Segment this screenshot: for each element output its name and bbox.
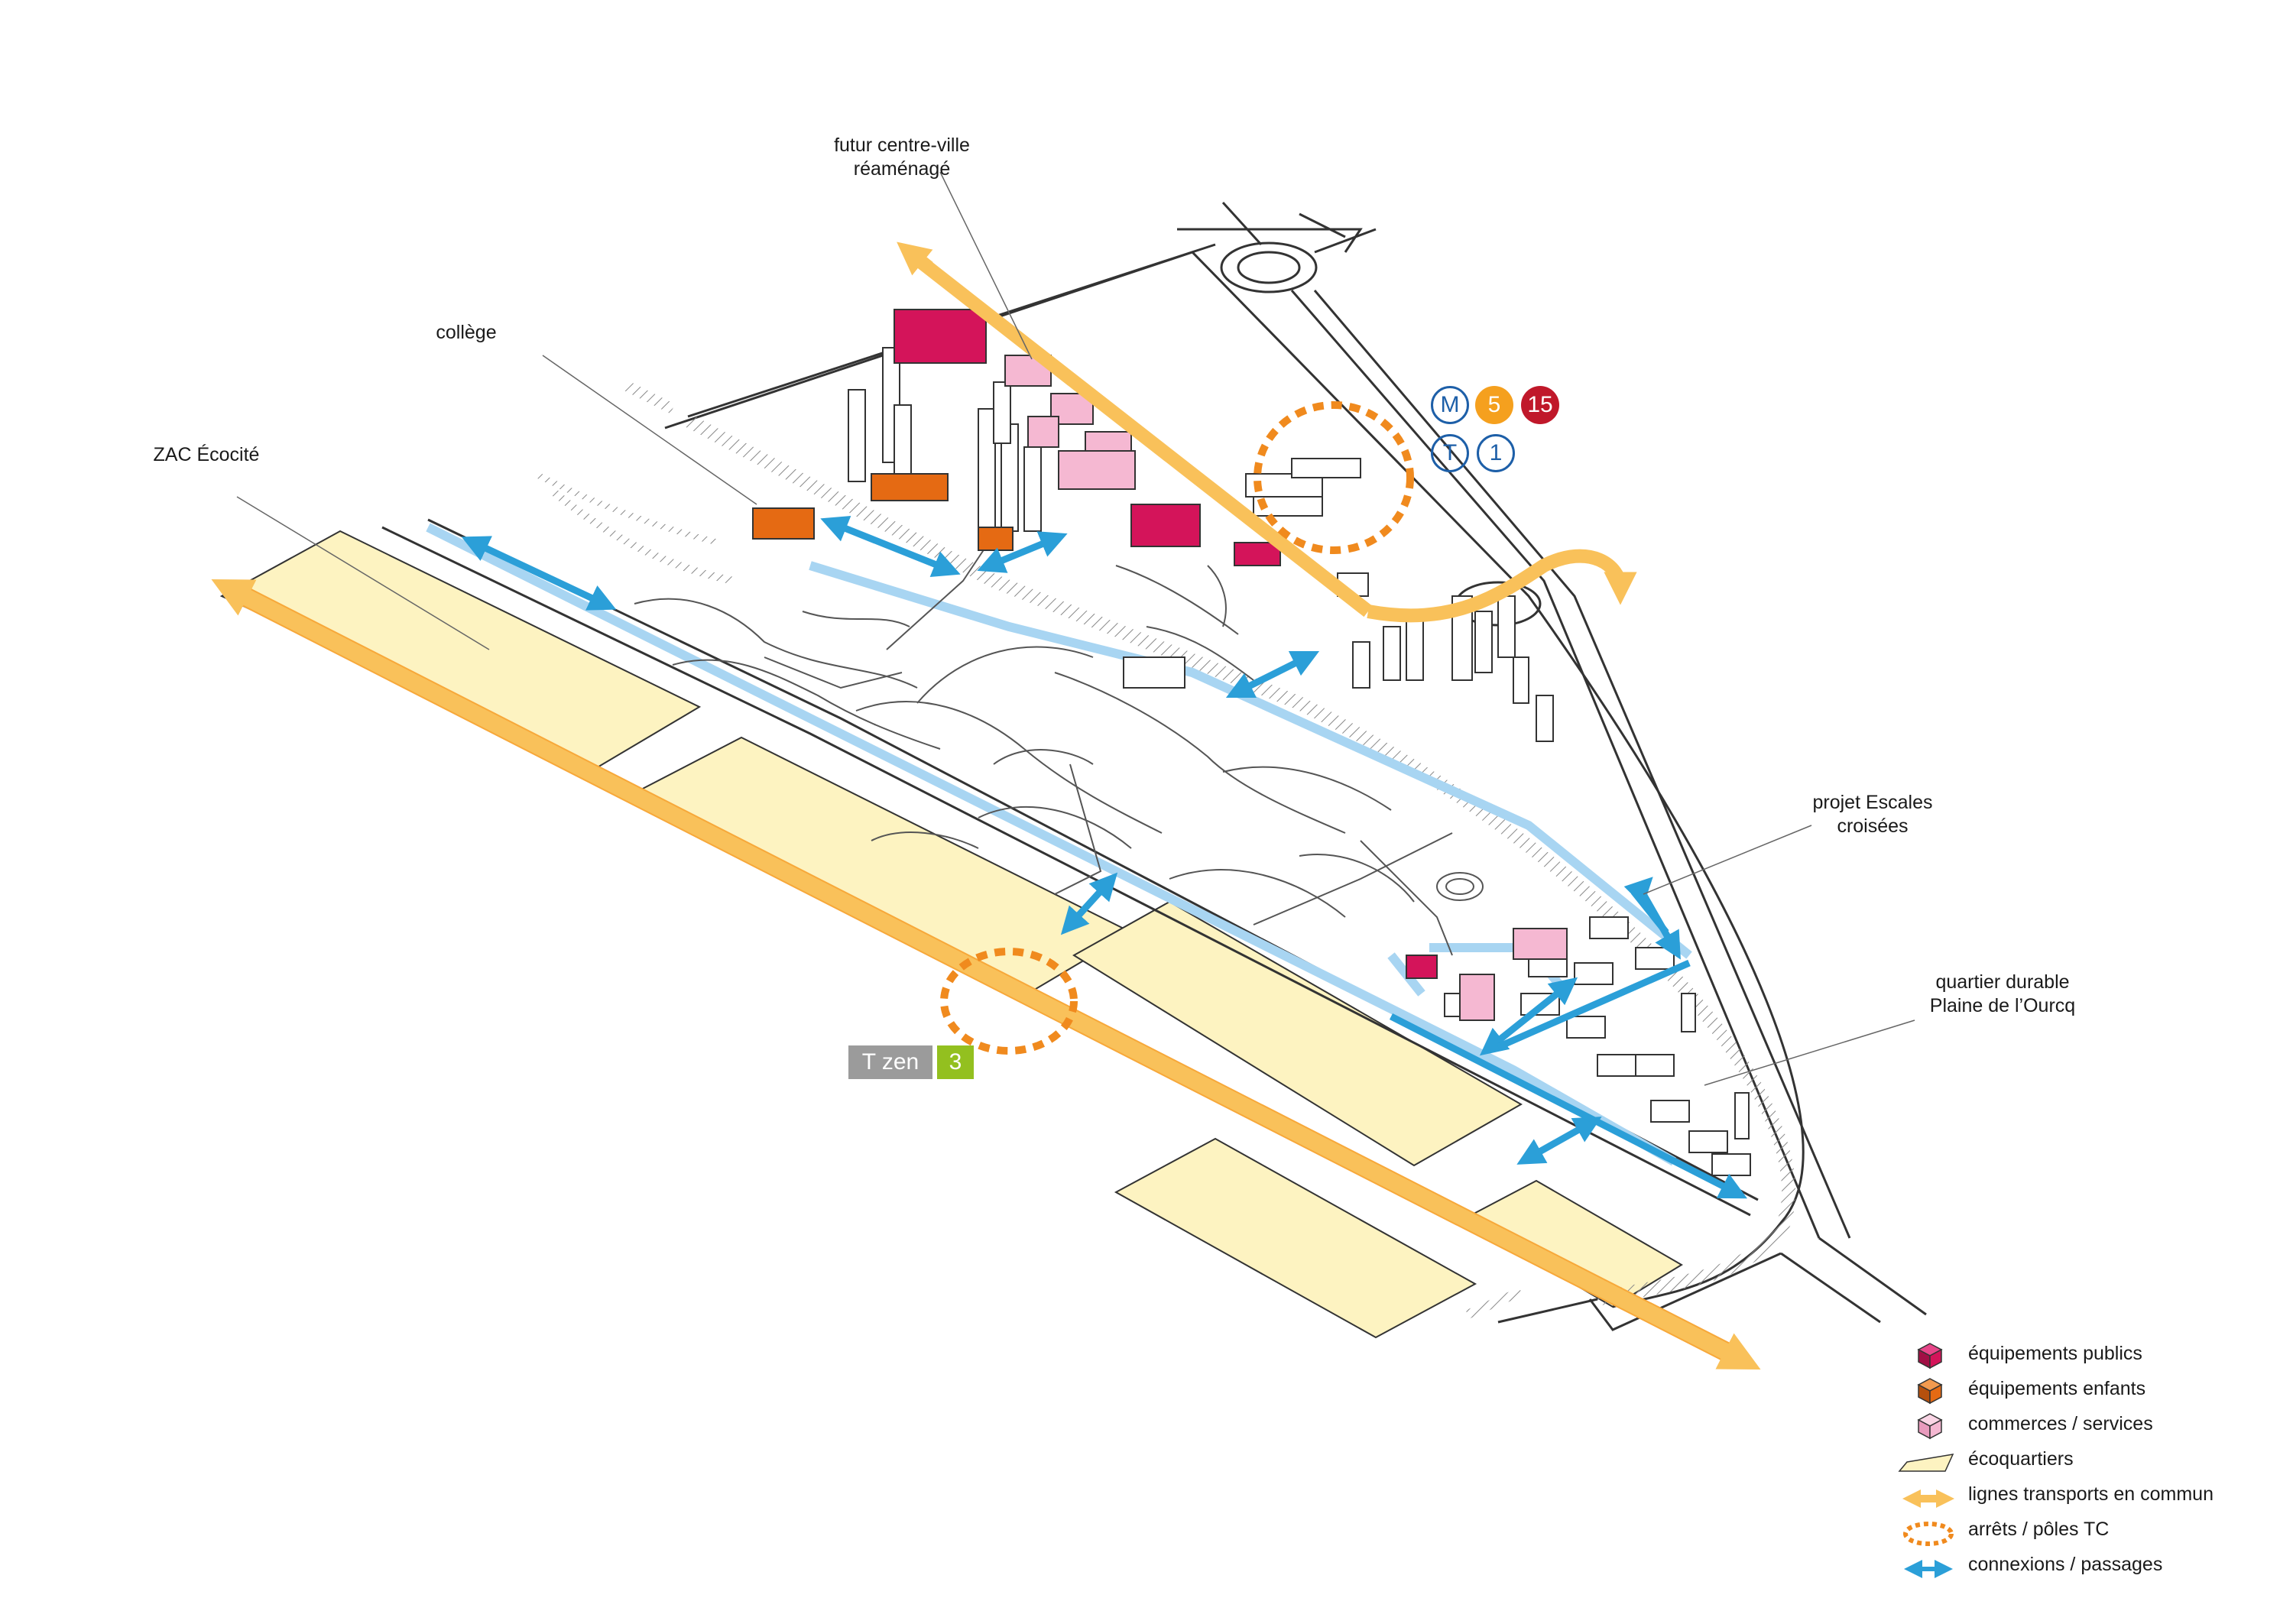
leader-lines: [236, 171, 1915, 1086]
label-zac: ZAC Écocité: [153, 444, 260, 465]
metro-line-5-badge: 5: [1475, 386, 1513, 424]
legend-item-equipements-enfants: équipements enfants: [1899, 1375, 2282, 1405]
legend-cube-public: [1917, 1343, 1943, 1370]
metro-line-15-badge: 15: [1521, 386, 1559, 424]
metro-badge: M: [1431, 386, 1469, 424]
legend-item-lignes-tc: lignes transports en commun: [1899, 1480, 2282, 1511]
label-centre-ville-line2: réaménagé: [853, 158, 951, 180]
legend-item-connexions: connexions / passages: [1899, 1551, 2282, 1581]
site-outline: [381, 201, 1927, 1331]
legend-pole-ellipse: [1903, 1522, 1954, 1546]
transit-lines: [211, 241, 1761, 1370]
legend-label: lignes transports en commun: [1968, 1483, 2214, 1505]
label-centre-ville: futur centre-ville réaménagé: [787, 134, 1017, 181]
tram-badge: T: [1431, 434, 1469, 472]
legend-label: équipements enfants: [1968, 1378, 2146, 1399]
legend-label: équipements publics: [1968, 1343, 2142, 1364]
label-escales-line1: projet Escales: [1812, 792, 1933, 813]
equipements-publics-buildings: [894, 309, 1438, 979]
label-escales-line2: croisées: [1837, 815, 1909, 837]
label-college: collège: [436, 322, 497, 343]
legend-cube-enfants: [1917, 1378, 1943, 1405]
equipements-enfants-buildings: [752, 473, 1014, 551]
tzen-badge: T zen: [848, 1045, 932, 1079]
legend-symbols: [1898, 1343, 1954, 1578]
legend-item-commerces: commerces / services: [1899, 1410, 2282, 1441]
legend-label: connexions / passages: [1968, 1554, 2163, 1575]
legend-label: écoquartiers: [1968, 1448, 2074, 1470]
label-escales: projet Escales croisées: [1789, 791, 1957, 838]
connections: [461, 515, 1748, 1199]
legend-item-poles-tc: arrêts / pôles TC: [1899, 1515, 2282, 1546]
legend-label: commerces / services: [1968, 1413, 2153, 1434]
transit-poles: [940, 401, 1414, 1055]
label-centre-ville-line1: futur centre-ville: [834, 135, 970, 156]
label-quartier-line2: Plaine de l’Ourcq: [1929, 995, 2076, 1016]
tzen-line-3-badge: 3: [937, 1045, 974, 1079]
legend-cube-commerces: [1917, 1413, 1943, 1440]
label-quartier: quartier durable Plaine de l’Ourcq: [1903, 971, 2102, 1018]
label-quartier-line1: quartier durable: [1935, 971, 2070, 993]
tram-line-1-badge: 1: [1477, 434, 1515, 472]
legend-item-equipements-publics: équipements publics: [1899, 1340, 2282, 1370]
legend-ecoquartier-swatch: [1898, 1454, 1954, 1472]
legend-label: arrêts / pôles TC: [1968, 1519, 2110, 1540]
legend-item-ecoquartiers: écoquartiers: [1899, 1445, 2282, 1476]
